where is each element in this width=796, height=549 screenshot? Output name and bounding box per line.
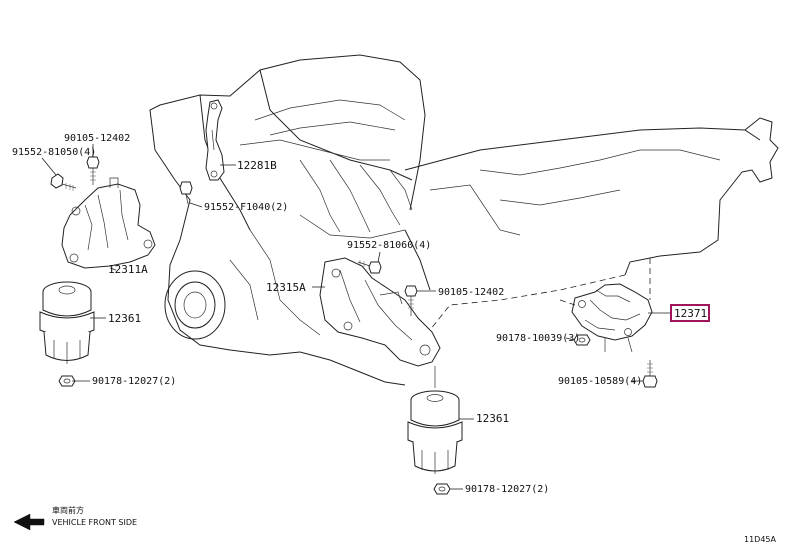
crank-pulley <box>164 270 226 340</box>
front-label-jp: 車両前方 <box>52 505 84 515</box>
nut-90178-12027-center <box>433 483 451 495</box>
part-12361-insulator-center <box>407 366 463 474</box>
label-12361-center[interactable]: 12361 <box>476 412 509 425</box>
bolt-90105-12402-left <box>86 156 100 185</box>
label-90105-12402-left[interactable]: 90105-12402 <box>64 133 130 144</box>
part-labels: 90105-12402 91552-81050(4) 12281B 91552-… <box>12 133 710 495</box>
label-12371[interactable]: 12371 <box>674 307 707 320</box>
label-91552-81060[interactable]: 91552-81060(4) <box>347 240 431 251</box>
label-91552-f1040[interactable]: 91552-F1040(2) <box>204 202 288 213</box>
bolt-90105-10589 <box>642 360 658 388</box>
label-90178-12027-left[interactable]: 90178-12027(2) <box>92 376 176 387</box>
front-label-en: VEHICLE FRONT SIDE <box>52 518 137 527</box>
vehicle-front-indicator: 車両前方 VEHICLE FRONT SIDE <box>13 505 137 531</box>
highlight-box-12371 <box>670 304 710 322</box>
bolt-91552-f1040 <box>179 181 193 205</box>
label-12361-left[interactable]: 12361 <box>108 312 141 325</box>
leader-lines <box>41 144 670 490</box>
label-12281b[interactable]: 12281B <box>237 159 277 172</box>
label-12311a[interactable]: 12311A <box>108 263 148 276</box>
label-90105-10589[interactable]: 90105-10589(4) <box>558 376 642 387</box>
bolt-91552-81050-left <box>50 173 77 191</box>
part-12315a-bracket <box>319 257 441 367</box>
label-90105-12402-mid[interactable]: 90105-12402 <box>438 287 504 298</box>
engine-block-outline <box>149 54 431 386</box>
label-90178-12027-center[interactable]: 90178-12027(2) <box>465 484 549 495</box>
front-arrow-icon <box>13 513 45 531</box>
label-91552-81050-left[interactable]: 91552-81050(4) <box>12 147 96 158</box>
nut-90178-12027-left <box>58 375 76 387</box>
part-12371-rear-mount <box>559 283 653 353</box>
bolt-90105-12402-mid <box>404 285 418 316</box>
part-12281b-hanger <box>205 99 225 181</box>
drawing-code: 11D45A <box>744 535 777 544</box>
part-12311a-bracket <box>61 177 156 269</box>
label-12315a[interactable]: 12315A <box>266 281 306 294</box>
transmission-outline <box>404 117 779 331</box>
part-12361-insulator-left <box>39 281 95 364</box>
bolt-91552-81060 <box>357 260 382 274</box>
label-90178-10039[interactable]: 90178-10039(3) <box>496 333 580 344</box>
